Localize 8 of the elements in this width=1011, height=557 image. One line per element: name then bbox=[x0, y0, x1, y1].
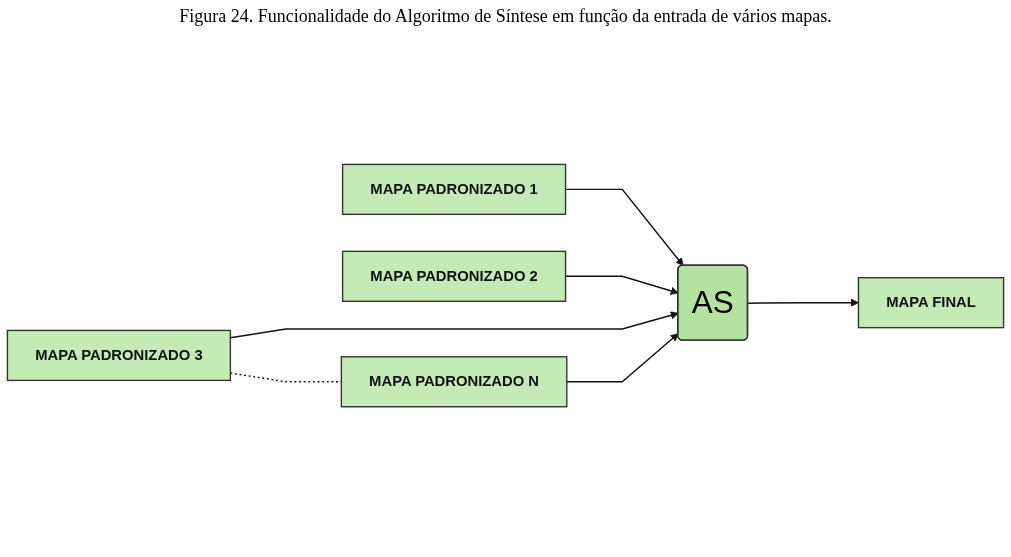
node-box: MAPA PADRONIZADO 1 bbox=[341, 164, 567, 216]
arrow bbox=[566, 333, 679, 383]
arrow bbox=[747, 299, 859, 308]
node-box: MAPA PADRONIZADO 3 bbox=[6, 330, 232, 382]
figure-title: Figura 24. Funcionalidade do Algoritmo de Síntese em função da entrada de vários mapas. bbox=[178, 6, 833, 27]
node-box: MAPA PADRONIZADO N bbox=[340, 356, 568, 408]
node-box: MAPA FINAL bbox=[857, 277, 1005, 329]
node-box: MAPA PADRONIZADO 2 bbox=[341, 251, 567, 303]
